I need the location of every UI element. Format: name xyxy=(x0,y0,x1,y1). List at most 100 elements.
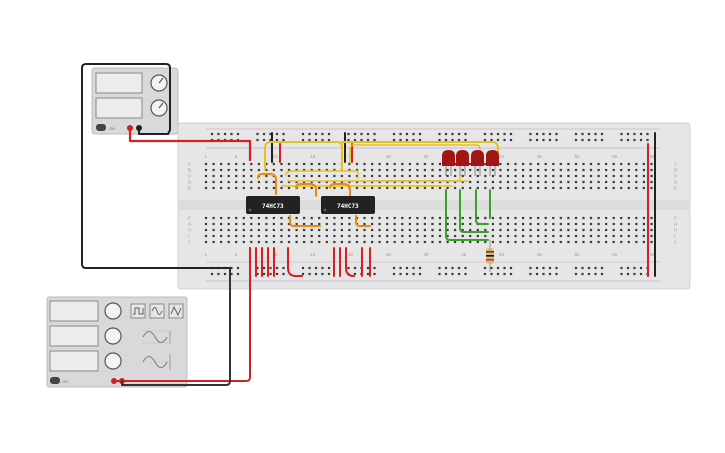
breadboard-hole[interactable] xyxy=(612,222,615,226)
breadboard-hole[interactable] xyxy=(650,228,653,232)
breadboard-hole[interactable] xyxy=(469,228,472,232)
breadboard-hole[interactable] xyxy=(522,222,525,226)
breadboard-hole[interactable] xyxy=(650,240,653,244)
breadboard-hole[interactable] xyxy=(408,168,411,172)
breadboard-hole[interactable] xyxy=(522,168,525,172)
breadboard-hole[interactable] xyxy=(635,180,638,184)
breadboard-hole[interactable] xyxy=(635,222,638,226)
breadboard-hole[interactable] xyxy=(581,272,584,276)
breadboard-hole[interactable] xyxy=(503,138,506,142)
breadboard-hole[interactable] xyxy=(506,216,510,220)
breadboard-hole[interactable] xyxy=(451,272,454,276)
breadboard-hole[interactable] xyxy=(310,162,313,166)
breadboard-hole[interactable] xyxy=(484,168,487,172)
breadboard-hole[interactable] xyxy=(582,186,585,190)
breadboard-hole[interactable] xyxy=(340,180,343,184)
breadboard-hole[interactable] xyxy=(371,168,374,172)
breadboard-hole[interactable] xyxy=(333,240,336,244)
breadboard-hole[interactable] xyxy=(496,272,500,276)
breadboard-hole[interactable] xyxy=(220,174,223,178)
breadboard-hole[interactable] xyxy=(355,186,359,190)
breadboard-hole[interactable] xyxy=(371,228,374,232)
breadboard-hole[interactable] xyxy=(650,168,653,172)
breadboard-hole[interactable] xyxy=(363,168,366,172)
breadboard-hole[interactable] xyxy=(423,168,426,172)
breadboard-hole[interactable] xyxy=(461,234,464,238)
breadboard-hole[interactable] xyxy=(235,234,238,238)
breadboard-hole[interactable] xyxy=(514,174,517,178)
breadboard-hole[interactable] xyxy=(366,266,370,270)
function-generator[interactable]: ON xyxy=(46,296,188,388)
breadboard-hole[interactable] xyxy=(257,162,260,166)
breadboard-hole[interactable] xyxy=(272,222,275,226)
breadboard-hole[interactable] xyxy=(446,186,449,190)
breadboard-hole[interactable] xyxy=(230,272,233,276)
breadboard-hole[interactable] xyxy=(582,240,585,244)
breadboard-hole[interactable] xyxy=(627,180,630,184)
breadboard-hole[interactable] xyxy=(476,240,479,244)
breadboard-hole[interactable] xyxy=(454,234,457,238)
breadboard-hole[interactable] xyxy=(371,180,374,184)
breadboard-hole[interactable] xyxy=(325,240,328,244)
breadboard-hole[interactable] xyxy=(444,138,448,142)
breadboard-hole[interactable] xyxy=(272,162,275,166)
breadboard-hole[interactable] xyxy=(265,174,268,178)
breadboard-hole[interactable] xyxy=(282,272,285,276)
breadboard-hole[interactable] xyxy=(589,216,593,220)
breadboard-hole[interactable] xyxy=(529,138,532,142)
breadboard-hole[interactable] xyxy=(446,222,449,226)
breadboard-hole[interactable] xyxy=(509,138,513,142)
breadboard-hole[interactable] xyxy=(438,228,442,232)
breadboard-hole[interactable] xyxy=(612,228,615,232)
breadboard-hole[interactable] xyxy=(537,240,540,244)
breadboard-hole[interactable] xyxy=(303,162,306,166)
breadboard-hole[interactable] xyxy=(597,234,600,238)
breadboard-hole[interactable] xyxy=(635,168,638,172)
breadboard-hole[interactable] xyxy=(574,228,578,232)
breadboard-hole[interactable] xyxy=(360,132,363,136)
breadboard-hole[interactable] xyxy=(223,272,227,276)
breadboard-hole[interactable] xyxy=(212,234,215,238)
breadboard-hole[interactable] xyxy=(650,162,653,166)
breadboard-hole[interactable] xyxy=(393,222,396,226)
breadboard-hole[interactable] xyxy=(378,180,381,184)
breadboard-hole[interactable] xyxy=(235,216,238,220)
breadboard-hole[interactable] xyxy=(242,222,245,226)
breadboard-hole[interactable] xyxy=(542,272,545,276)
led-1[interactable] xyxy=(442,150,455,176)
breadboard-hole[interactable] xyxy=(559,162,562,166)
breadboard-hole[interactable] xyxy=(438,272,441,276)
breadboard-hole[interactable] xyxy=(257,168,260,172)
breadboard-hole[interactable] xyxy=(327,138,331,142)
breadboard-hole[interactable] xyxy=(212,186,215,190)
breadboard-hole[interactable] xyxy=(499,174,502,178)
wire-orange-3[interactable] xyxy=(329,183,351,197)
breadboard-hole[interactable] xyxy=(642,168,645,172)
breadboard-hole[interactable] xyxy=(318,186,321,190)
breadboard-hole[interactable] xyxy=(393,162,396,166)
breadboard-hole[interactable] xyxy=(552,174,555,178)
breadboard-hole[interactable] xyxy=(220,186,223,190)
breadboard-hole[interactable] xyxy=(401,174,404,178)
resistor[interactable] xyxy=(486,240,494,272)
breadboard-hole[interactable] xyxy=(537,228,540,232)
breadboard-hole[interactable] xyxy=(506,168,510,172)
breadboard-hole[interactable] xyxy=(401,240,404,244)
breadboard-hole[interactable] xyxy=(605,162,608,166)
breadboard-hole[interactable] xyxy=(408,180,411,184)
breadboard-hole[interactable] xyxy=(348,222,351,226)
breadboard-hole[interactable] xyxy=(269,138,272,142)
breadboard-hole[interactable] xyxy=(620,266,623,270)
breadboard-hole[interactable] xyxy=(522,234,525,238)
breadboard-hole[interactable] xyxy=(223,132,227,136)
breadboard-hole[interactable] xyxy=(310,234,313,238)
breadboard-hole[interactable] xyxy=(506,174,510,178)
breadboard-hole[interactable] xyxy=(392,272,396,276)
breadboard-hole[interactable] xyxy=(506,162,510,166)
breadboard-hole[interactable] xyxy=(544,234,547,238)
breadboard-hole[interactable] xyxy=(552,228,555,232)
breadboard-hole[interactable] xyxy=(589,222,593,226)
breadboard-hole[interactable] xyxy=(506,186,510,190)
breadboard-hole[interactable] xyxy=(371,186,374,190)
breadboard-hole[interactable] xyxy=(627,240,630,244)
